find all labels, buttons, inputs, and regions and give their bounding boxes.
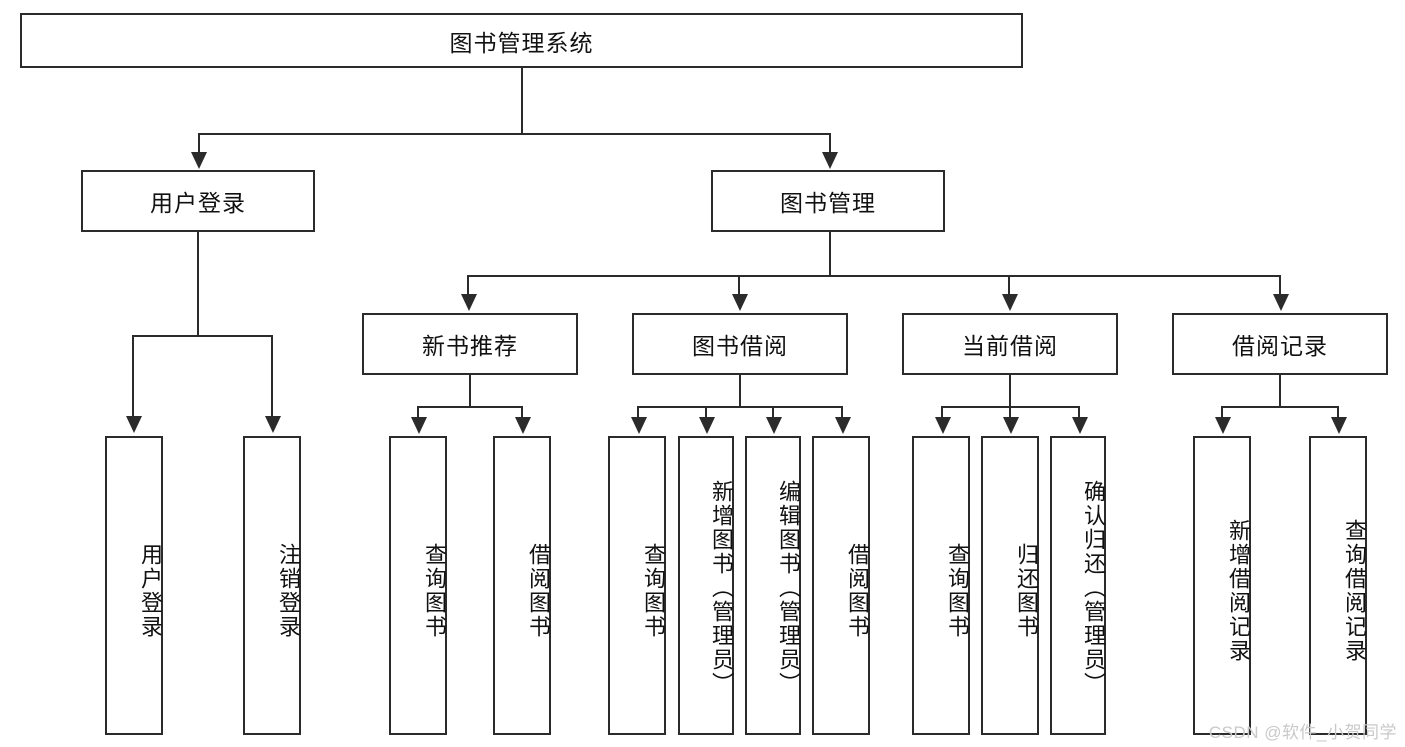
arrowhead-borrow-child-1 [631,417,647,434]
arrowhead-borrow-child-2 [699,417,715,434]
connector-recommend-b1 [417,406,419,418]
arrowhead-user-login-child-1 [126,416,142,433]
connector-book-mgmt-b3 [1008,275,1010,295]
leaf-borrow-edit-book-admin[interactable]: 编辑图书（管理员） [745,436,801,735]
leaf-record-query-record[interactable]: 查询借阅记录 [1309,436,1367,735]
node-label: 查询图书 [945,542,970,639]
node-label: 确认归还（管理员） [1081,479,1106,696]
node-user-login[interactable]: 用户登录 [81,170,315,232]
node-label: 归还图书 [1014,542,1039,639]
node-label: 图书管理 [780,190,876,216]
arrowhead-current-child-3 [1072,417,1088,434]
arrowhead-to-new-book-recommend [461,294,477,311]
node-label: 借阅记录 [1232,333,1328,359]
connector-book-mgmt-stem [829,232,831,276]
arrowhead-to-current-borrow [1002,294,1018,311]
node-label: 借阅图书 [845,542,870,639]
connector-user-login-b2 [271,335,273,417]
connector-recommend-bar [417,406,522,408]
node-book-management[interactable]: 图书管理 [711,170,945,232]
connector-recommend-stem [469,375,471,407]
connector-borrow-b1 [637,406,639,418]
connector-borrow-stem [739,375,741,407]
node-label: 用户登录 [138,542,163,639]
node-label: 新书推荐 [422,333,518,359]
node-book-borrow[interactable]: 图书借阅 [632,313,848,375]
arrowhead-current-child-1 [935,417,951,434]
connector-root-stem [521,68,523,134]
node-label: 编辑图书（管理员） [776,479,801,696]
node-book-management-system[interactable]: 图书管理系统 [20,13,1023,68]
node-label: 用户登录 [150,190,246,216]
connector-user-login-bar [132,335,272,337]
leaf-current-query-book[interactable]: 查询图书 [912,436,970,735]
leaf-current-confirm-return-admin[interactable]: 确认归还（管理员） [1050,436,1106,735]
connector-borrow-b2 [705,406,707,418]
leaf-logout-login[interactable]: 注销登录 [243,436,301,735]
connector-book-mgmt-b2 [738,275,740,295]
node-label: 借阅图书 [526,542,551,639]
node-label: 查询图书 [422,542,447,639]
arrowhead-to-book-borrow [732,294,748,311]
connector-record-bar [1221,406,1337,408]
arrowhead-borrow-child-3 [766,417,782,434]
connector-borrow-b4 [841,406,843,418]
connector-recommend-b2 [521,406,523,418]
leaf-recommend-borrow-book[interactable]: 借阅图书 [493,436,551,735]
csdn-watermark: CSDN @软件_小贺同学 [1208,723,1397,742]
node-label: 查询借阅记录 [1342,518,1367,663]
leaf-current-return-book[interactable]: 归还图书 [981,436,1039,735]
arrowhead-to-book-management [822,152,838,169]
node-label: 新增借阅记录 [1226,518,1251,663]
node-label: 图书借阅 [692,333,788,359]
node-new-book-recommend[interactable]: 新书推荐 [362,313,578,375]
arrowhead-recommend-child-2 [515,417,531,434]
arrowhead-borrow-child-4 [835,417,851,434]
arrowhead-to-user-login [191,152,207,169]
connector-root-bar [198,133,831,135]
connector-current-stem [1009,375,1011,407]
arrowhead-recommend-child-1 [411,417,427,434]
leaf-record-add-record[interactable]: 新增借阅记录 [1193,436,1251,735]
connector-current-b2 [1009,406,1011,418]
connector-root-branch-left [198,133,200,153]
connector-root-branch-right [829,133,831,153]
connector-current-b1 [941,406,943,418]
connector-book-mgmt-b4 [1279,275,1281,295]
node-label: 注销登录 [276,542,301,639]
leaf-borrow-borrow-book[interactable]: 借阅图书 [812,436,870,735]
connector-borrow-bar [637,406,841,408]
connector-record-stem [1279,375,1281,407]
connector-book-mgmt-b1 [467,275,469,295]
leaf-user-login[interactable]: 用户登录 [105,436,163,735]
arrowhead-record-child-1 [1215,417,1231,434]
connector-book-mgmt-bar [467,275,1281,277]
connector-borrow-b3 [772,406,774,418]
node-label: 当前借阅 [962,333,1058,359]
arrowhead-user-login-child-2 [265,416,281,433]
leaf-borrow-query-book[interactable]: 查询图书 [608,436,666,735]
node-borrow-record[interactable]: 借阅记录 [1172,313,1388,375]
leaf-borrow-add-book-admin[interactable]: 新增图书（管理员） [678,436,734,735]
node-label: 图书管理系统 [449,29,594,56]
node-label: 查询图书 [641,542,666,639]
connector-user-login-stem [197,232,199,336]
arrowhead-record-child-2 [1331,417,1347,434]
arrowhead-to-borrow-record [1273,294,1289,311]
connector-record-b1 [1221,406,1223,418]
connector-user-login-b1 [132,335,134,417]
arrowhead-current-child-2 [1003,417,1019,434]
connector-current-b3 [1078,406,1080,418]
node-label: 新增图书（管理员） [709,479,734,696]
node-current-borrow[interactable]: 当前借阅 [902,313,1118,375]
connector-record-b2 [1337,406,1339,418]
leaf-recommend-query-book[interactable]: 查询图书 [389,436,447,735]
